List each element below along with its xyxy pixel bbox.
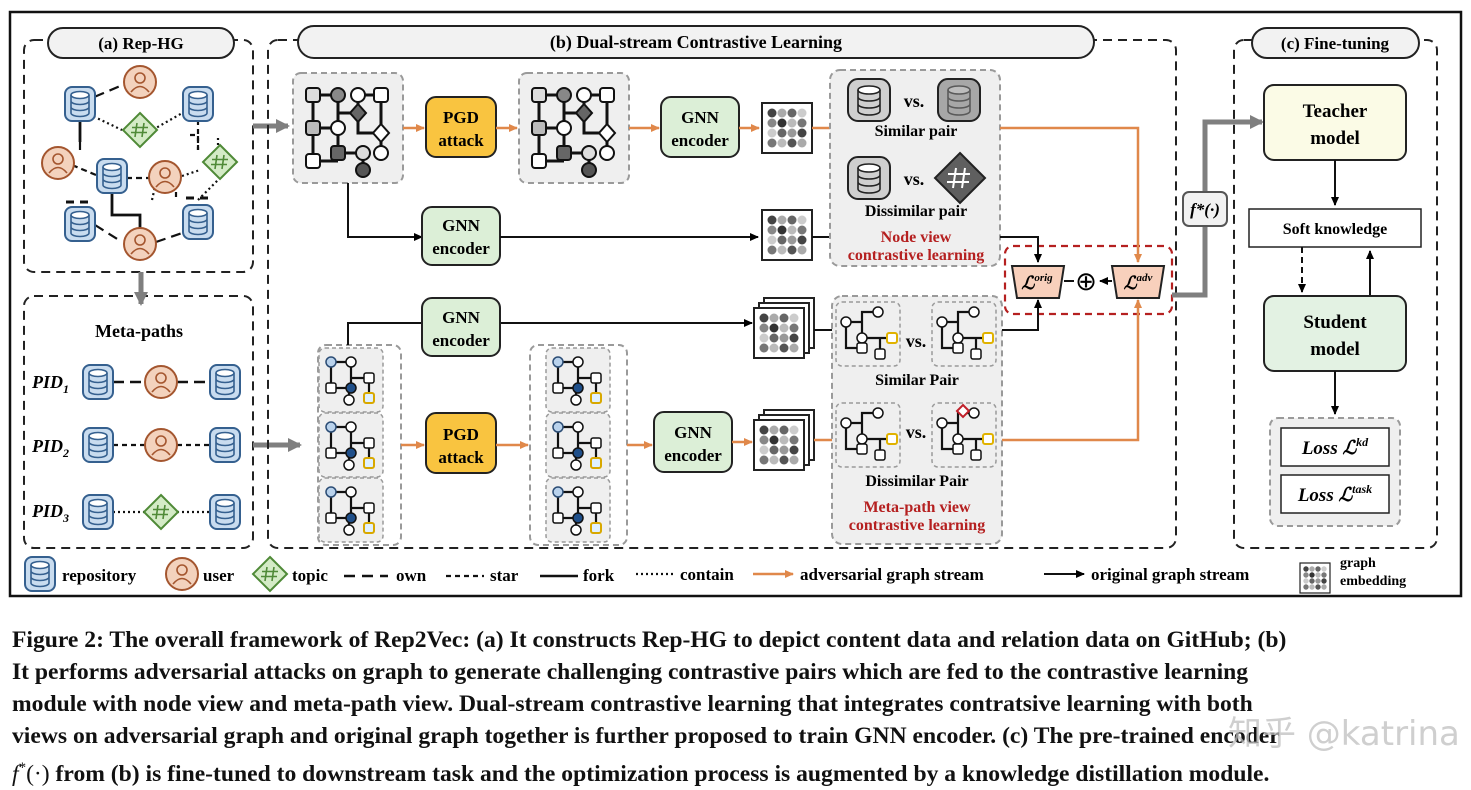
svg-text:Meta-path view: Meta-path view [863,499,971,516]
caption-line-2: It performs adversarial attacks on graph… [12,659,1249,685]
caption-line-1: Figure 2: The overall framework of Rep2V… [12,627,1287,653]
svg-text:Node view: Node view [881,229,952,246]
svg-text:adversarial graph stream: adversarial graph stream [800,565,984,584]
svg-text:GNN: GNN [681,108,720,127]
svg-text:encoder: encoder [664,446,722,465]
svg-text:repository: repository [62,566,137,585]
svg-text:contrastive learning: contrastive learning [849,517,985,534]
svg-text:Loss ℒkd: Loss ℒkd [1301,435,1369,459]
loss-orig: ℒorig [1021,272,1053,293]
panel-c-title: (c) Fine-tuning [1281,34,1390,53]
svg-text:Dissimilar Pair: Dissimilar Pair [865,473,968,490]
svg-text:encoder: encoder [432,239,490,258]
pid1-label: PID1 [31,372,69,396]
svg-text:Loss ℒtask: Loss ℒtask [1297,482,1372,506]
pid3-label: PID3 [31,501,69,525]
oplus: ⊕ [1075,267,1097,296]
loss-adv: ℒadv [1124,272,1153,293]
svg-text:attack: attack [438,131,484,150]
pgd-attack-meta [425,412,497,474]
f-star-label: f*(·) [1190,200,1220,219]
panel-b-title: (b) Dual-stream Contrastive Learning [550,32,842,53]
svg-text:contain: contain [680,565,734,584]
panel-a: (a) Rep-HG [23,27,302,549]
svg-text:PGD: PGD [443,425,479,444]
svg-text:encoder: encoder [432,331,490,350]
svg-text:GNN: GNN [442,308,481,327]
svg-text:original graph stream: original graph stream [1091,565,1249,584]
panel-a-title: (a) Rep-HG [98,34,183,53]
svg-text:star: star [490,566,519,585]
svg-text:user: user [203,566,235,585]
watermark: 知乎 @katrina [1228,714,1460,754]
svg-text:PGD: PGD [443,108,479,127]
svg-text:encoder: encoder [671,131,729,150]
svg-text:Student: Student [1303,312,1367,333]
svg-text:own: own [396,566,427,585]
caption-line-4: views on adversarial graph and original … [12,723,1280,749]
panel-b: (b) Dual-stream Contrastive Learning PGD… [267,25,1264,549]
svg-text:contrastive learning: contrastive learning [848,247,984,264]
svg-text:vs.: vs. [904,169,925,189]
svg-text:vs.: vs. [904,91,925,111]
svg-text:graph: graph [1340,556,1376,571]
meta-paths-title: Meta-paths [95,321,183,341]
loss-task [1280,474,1390,514]
loss-kd [1280,427,1390,467]
svg-text:Soft knowledge: Soft knowledge [1283,221,1387,238]
pid2-label: PID2 [31,436,69,460]
caption-line-3: module with node view and meta-path view… [12,691,1253,717]
svg-text:Similar Pair: Similar Pair [875,372,959,389]
figure-caption: Figure 2: The overall framework of Rep2V… [12,624,1464,790]
svg-text:vs.: vs. [906,422,927,442]
svg-text:attack: attack [438,448,484,467]
svg-text:topic: topic [292,566,328,585]
svg-text:Similar pair: Similar pair [875,123,958,140]
svg-text:model: model [1310,128,1360,149]
svg-text:GNN: GNN [442,216,481,235]
soft-knowledge-box [1248,208,1422,248]
svg-text:model: model [1310,339,1360,360]
svg-text:embedding: embedding [1340,574,1406,589]
legend: repository user topic own star fork cont… [24,556,1406,594]
caption-line-5: f*(·) from (b) is fine-tuned to downstre… [12,760,1270,787]
svg-text:vs.: vs. [906,331,927,351]
svg-text:Teacher: Teacher [1303,101,1368,122]
svg-text:fork: fork [583,566,615,585]
svg-text:Dissimilar pair: Dissimilar pair [865,203,967,220]
loss-box [1003,244,1174,316]
gnn-encoder-orig-meta [421,297,501,357]
panel-c: (c) Fine-tuning Teacher model Soft knowl… [1233,27,1438,549]
svg-text:GNN: GNN [674,423,713,442]
